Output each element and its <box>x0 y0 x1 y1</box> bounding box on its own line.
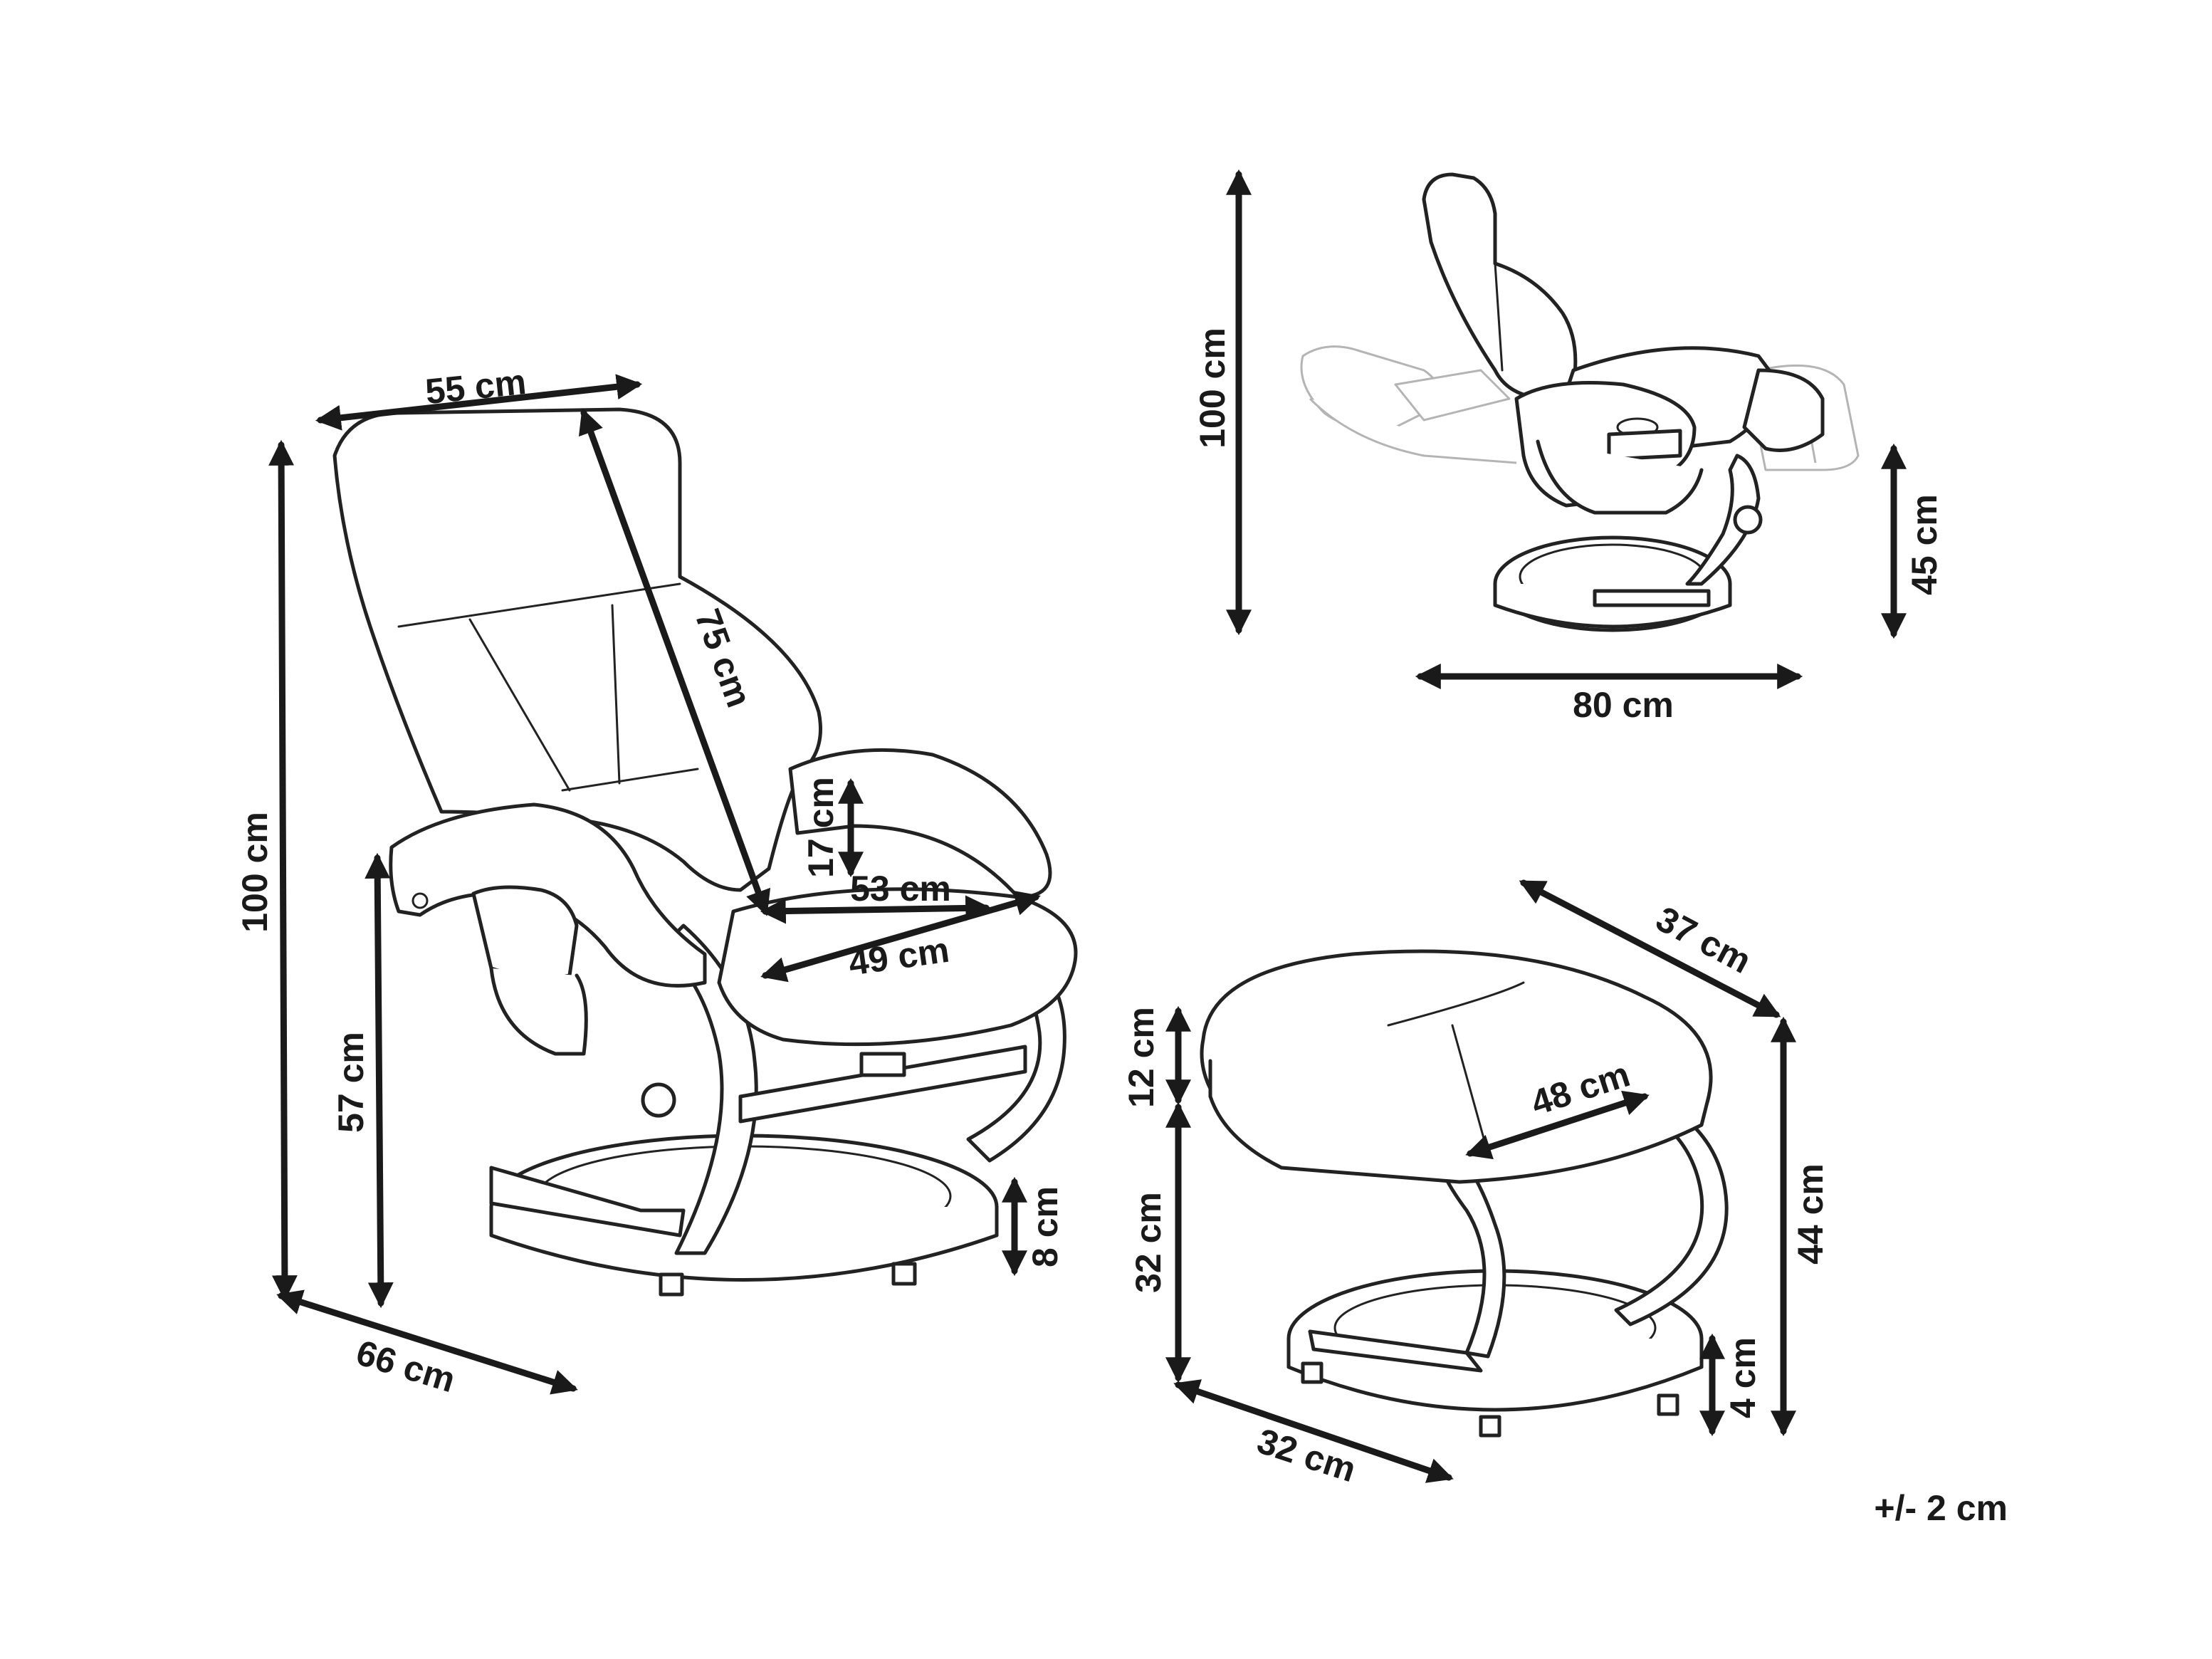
reclined-dimension-lines <box>1226 169 1907 689</box>
chair-base-height-label: 8 cm <box>1025 1186 1065 1267</box>
chair-depth-label: 66 cm <box>352 1332 460 1400</box>
chair-dimension-lines <box>268 374 1041 1395</box>
chair-armrest-cushion-label: 17 cm <box>801 777 841 878</box>
ottoman-total-height-label: 44 cm <box>1791 1163 1830 1265</box>
ottoman-base-height-label: 4 cm <box>1723 1337 1763 1418</box>
chair-width-label: 55 cm <box>424 362 528 412</box>
chair-total-height-label: 100 cm <box>235 812 275 933</box>
ottoman-dimension-lines <box>1165 879 1796 1483</box>
ottoman-drawing <box>1200 949 1729 1438</box>
chair-seat-width-label: 53 cm <box>850 869 951 909</box>
ottoman-width-label: 37 cm <box>1650 899 1757 981</box>
ottoman-cushion-height-label: 12 cm <box>1121 1007 1161 1108</box>
reclined-dimension-labels: 100 cm 45 cm 80 cm <box>1193 328 1944 725</box>
reclined-height-label: 100 cm <box>1193 328 1232 449</box>
ottoman-frame-height-label: 32 cm <box>1128 1192 1168 1293</box>
recliner-chair-drawing <box>332 407 1078 1297</box>
reclined-seat-height-label: 45 cm <box>1904 494 1944 595</box>
reclined-length-label: 80 cm <box>1573 685 1674 725</box>
reclined-chair-drawing <box>1300 172 1860 632</box>
tolerance-note: +/- 2 cm <box>1874 1488 2008 1528</box>
chair-armrest-height-label: 57 cm <box>331 1032 371 1133</box>
